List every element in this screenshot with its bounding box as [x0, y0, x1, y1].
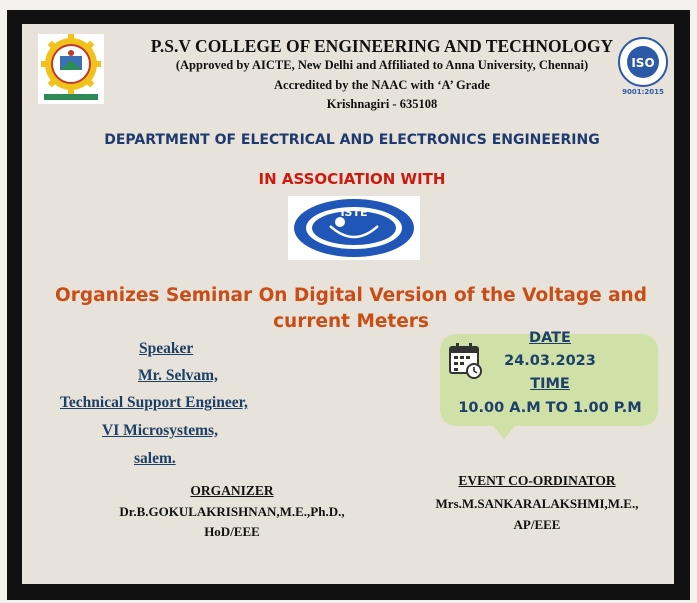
- iste-logo-box: ISTE: [288, 196, 420, 260]
- coordinator-heading: EVENT CO-ORDINATOR: [458, 473, 616, 488]
- speaker-heading: Speaker: [139, 340, 194, 357]
- speaker-city: salem.: [134, 450, 176, 467]
- coordinator-name: Mrs.M.SANKARALAKSHMI,M.E.,: [435, 496, 639, 511]
- speaker-name: Mr. Selvam,: [138, 367, 218, 384]
- svg-text:ISTE: ISTE: [340, 206, 367, 219]
- association-heading: IN ASSOCIATION WITH: [258, 170, 446, 188]
- svg-text:ISO: ISO: [631, 56, 654, 70]
- seminar-poster: ISO 9001:2015 P.S.V COLLEGE OF ENGINEERI…: [22, 24, 674, 584]
- college-name: P.S.V COLLEGE OF ENGINEERING AND TECHNOL…: [150, 36, 614, 56]
- organizer-role: HoD/EEE: [204, 524, 260, 539]
- organizer-heading: ORGANIZER: [190, 483, 274, 498]
- date-value: 24.03.2023: [504, 353, 596, 369]
- department-title: DEPARTMENT OF ELECTRICAL AND ELECTRONICS…: [104, 132, 600, 148]
- iste-logo: ISTE: [294, 199, 414, 257]
- seminar-title: Organizes Seminar On Digital Version of …: [42, 283, 660, 335]
- organizer-name: Dr.B.GOKULAKRISHNAN,M.E.,Ph.D.,: [119, 504, 345, 519]
- iso-logo: ISO 9001:2015: [618, 37, 668, 96]
- speaker-company: VI Microsystems,: [102, 422, 218, 439]
- college-logo: [38, 34, 104, 104]
- college-accreditation: Accredited by the NAAC with ‘A’ Grade: [274, 78, 490, 92]
- seminar-title-line-2: current Meters: [273, 311, 429, 332]
- coordinator-role: AP/EEE: [513, 517, 561, 532]
- college-approval: (Approved by AICTE, New Delhi and Affili…: [175, 58, 589, 72]
- time-label: TIME: [530, 376, 570, 392]
- svg-text:9001:2015: 9001:2015: [622, 88, 664, 96]
- college-location: Krishnagiri - 635108: [326, 97, 438, 111]
- date-label: DATE: [529, 330, 571, 346]
- time-value: 10.00 A.M TO 1.00 P.M: [458, 400, 642, 416]
- schedule-callout-tail: [492, 424, 516, 440]
- seminar-title-line-1: Organizes Seminar On Digital Version of …: [55, 285, 647, 306]
- speaker-designation: Technical Support Engineer,: [60, 394, 248, 411]
- calendar-icon: [449, 343, 482, 379]
